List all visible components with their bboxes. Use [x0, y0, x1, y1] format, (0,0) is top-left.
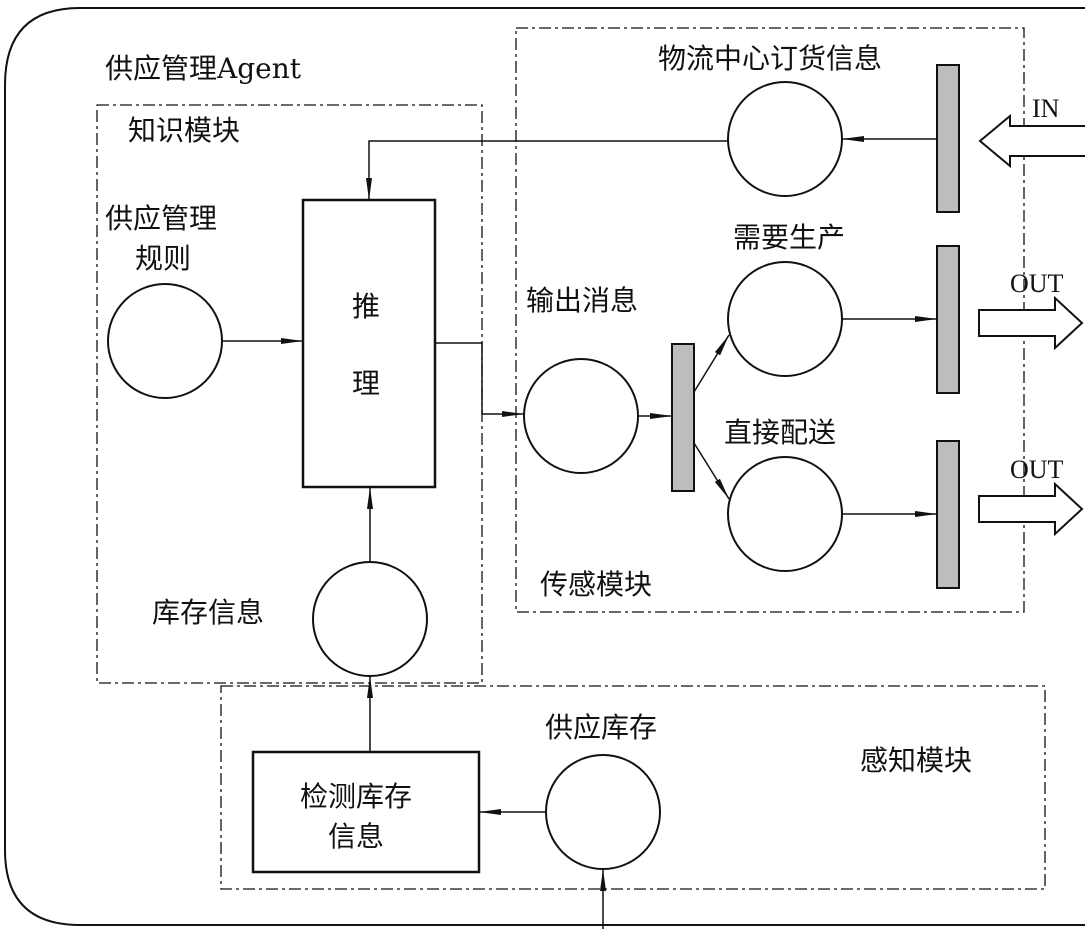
out1-arrow: [978, 295, 1084, 351]
order-info-place: [727, 81, 843, 197]
reasoning-char1: 推: [352, 290, 380, 323]
detect-line1: 检测库存: [300, 780, 412, 813]
knowledge-module-title: 知识模块: [128, 114, 240, 147]
out1-label: OUT: [1010, 269, 1064, 298]
detect-line2: 信息: [328, 820, 384, 853]
in-arrow: [978, 113, 1085, 169]
arc-dispatch-to-delivery: [693, 442, 730, 500]
arc-reasoning-to-output: [435, 342, 524, 417]
in-label: IN: [1032, 94, 1060, 123]
direct-delivery-place: [727, 456, 843, 572]
supply-inventory-place: [545, 754, 661, 870]
order-info-label: 物流中心订货信息: [658, 42, 882, 75]
rules-place: [107, 283, 223, 399]
arc-order-to-reasoning: [366, 140, 728, 200]
out2-arrow: [978, 481, 1084, 537]
agent-boundary: [4, 7, 1085, 926]
output-msg-place: [523, 358, 639, 474]
rules-label-line1: 供应管理: [105, 202, 217, 235]
arc-dispatch-to-production: [693, 334, 730, 393]
delivery-transition: [936, 440, 960, 589]
rules-label-line2: 规则: [135, 242, 191, 275]
agent-title: 供应管理Agent: [105, 52, 302, 85]
sensor-module-title: 传感模块: [540, 568, 652, 601]
reasoning-char2: 理: [352, 367, 380, 400]
production-transition: [936, 245, 960, 394]
in-transition: [936, 64, 960, 213]
need-production-place: [727, 261, 843, 377]
reasoning-box: [301, 198, 437, 489]
inventory-label: 库存信息: [152, 596, 264, 629]
detect-inventory-box: [251, 750, 481, 874]
direct-delivery-label: 直接配送: [724, 416, 836, 449]
dispatch-transition: [671, 343, 695, 492]
inventory-place: [312, 561, 428, 677]
supply-inventory-label: 供应库存: [545, 711, 657, 744]
need-production-label: 需要生产: [733, 221, 845, 254]
perception-module-box: [220, 685, 1046, 890]
output-msg-label: 输出消息: [526, 284, 638, 317]
perception-module-title: 感知模块: [860, 744, 972, 777]
out2-label: OUT: [1010, 455, 1064, 484]
